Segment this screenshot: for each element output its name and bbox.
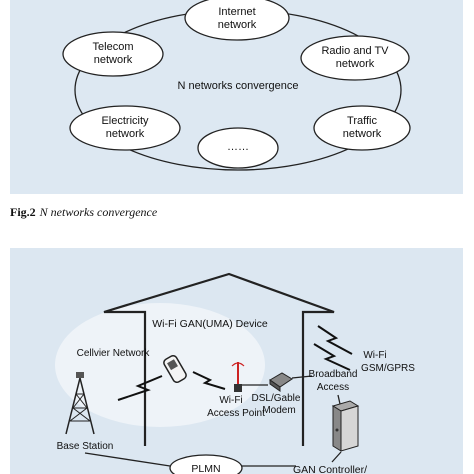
internet-label-1: Internet — [218, 6, 255, 18]
electricity-label-1: Electricity — [101, 115, 149, 127]
wifi-signal-bolt — [192, 371, 226, 390]
modem-icon — [269, 372, 293, 392]
node-radio-tv: Radio and TV network — [300, 35, 410, 81]
modem-label-2: Modem — [262, 405, 295, 416]
traffic-label-2: network — [343, 128, 382, 140]
broadband-label-1: Broadband — [309, 369, 358, 380]
convergence-center-label: N networks convergence — [177, 80, 298, 92]
figure-caption-text: N networks convergence — [39, 205, 158, 219]
figure-number: Fig.2 — [10, 205, 36, 219]
gsm-gprs-label: GSM/GPRS — [361, 363, 415, 374]
telecom-label-2: network — [94, 54, 133, 66]
plmn-node — [169, 454, 243, 474]
house-outline — [103, 272, 335, 446]
node-electricity: Electricity network — [69, 105, 181, 151]
base-station-label: Base Station — [57, 441, 114, 452]
plmn-label: PLMN — [191, 463, 220, 474]
traffic-label-1: Traffic — [347, 115, 377, 127]
wifi-access-point-icon — [231, 362, 245, 392]
wifi-ap-label-2: Access Point — [207, 408, 265, 419]
node-telecom: Telecom network — [62, 31, 164, 77]
broadband-server-link — [337, 394, 341, 405]
cellular-signal-bolt — [117, 375, 163, 401]
telecom-label-1: Telecom — [93, 41, 134, 53]
base-station-tower-icon — [65, 372, 95, 435]
outside-bolt-1 — [317, 325, 353, 355]
server-gan-link — [331, 451, 342, 463]
wifi-ap-label-1: Wi-Fi — [219, 395, 242, 406]
node-internet: Internet network — [184, 0, 290, 41]
outside-bolt-2 — [313, 343, 351, 371]
more-label: …… — [227, 141, 249, 153]
house-label: Wi-Fi GAN(UMA) Device — [152, 318, 268, 330]
broadband-label-2: Access — [317, 382, 349, 393]
node-traffic: Traffic network — [313, 105, 411, 151]
radio-tv-label-2: network — [336, 58, 375, 70]
server-icon — [331, 400, 360, 452]
phone-icon — [163, 354, 187, 384]
node-more: …… — [197, 127, 279, 169]
cellular-network-area — [55, 303, 265, 427]
gan-controller-label: GAN Controller/ — [293, 464, 367, 474]
cellular-network-label: Cellvier Network — [77, 348, 151, 359]
modem-broadband-link — [291, 375, 313, 379]
radio-tv-label-1: Radio and TV — [321, 45, 389, 57]
electricity-label-2: network — [106, 128, 145, 140]
modem-label-1: DSL/Gable — [252, 393, 301, 404]
tower-plmn-link — [84, 452, 171, 467]
wifi-outside-label: Wi-Fi — [363, 350, 386, 361]
internet-label-2: network — [218, 19, 257, 31]
